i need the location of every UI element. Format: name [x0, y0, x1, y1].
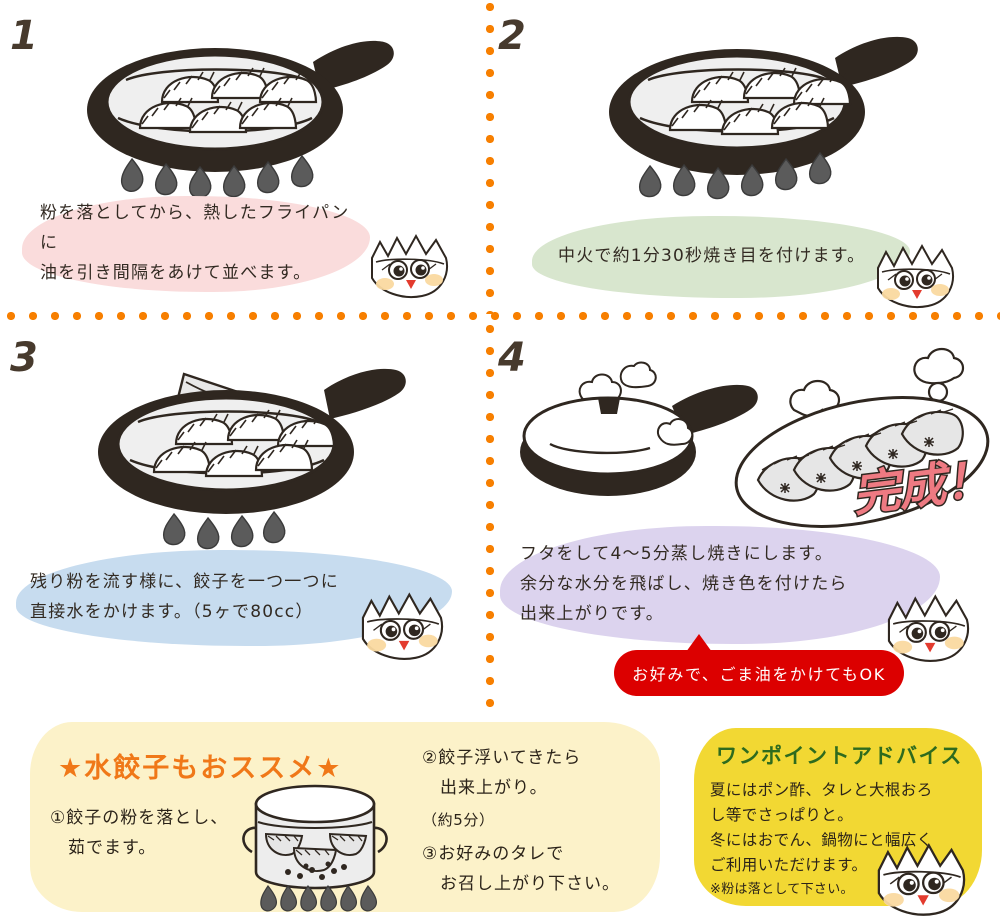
step-2-text: 中火で約1分30秒焼き目を付けます。: [558, 246, 866, 267]
bubble-background: [22, 196, 370, 292]
plate-icon: [734, 347, 990, 528]
frying-pan-icon: [609, 36, 918, 175]
advice-title: ワンポイントアドバイス: [716, 744, 963, 768]
step-4-bubble: フタをして4〜5分蒸し焼きにします。 余分な水分を飛ばし、焼き色を付けたら 出来…: [500, 526, 940, 644]
boiled-step-1: ①餃子の粉を落とし、 茹でます。: [50, 808, 229, 858]
step-number-3: 3: [10, 335, 38, 381]
frying-pan-icon: [98, 368, 406, 514]
frying-pan-icon: [87, 40, 394, 172]
boiled-gyoza-title: ★水餃子もおススメ★: [58, 753, 343, 784]
gyoza-mascot-icon: [887, 594, 969, 662]
divider-vertical-bottom: [486, 318, 494, 710]
step-1-bubble: 粉を落としてから、熱したフライパンに 油を引き間隔をあけて並べます。: [22, 196, 370, 292]
bubble-background: [500, 526, 940, 644]
step-panel-1: 1: [0, 0, 486, 312]
pot-icon: [242, 784, 388, 890]
step-2-bubble: 中火で約1分30秒焼き目を付けます。: [532, 216, 910, 298]
bubble-background: [532, 216, 910, 298]
step-1-text: 粉を落としてから、熱したフライパンに 油を引き間隔をあけて並べます。: [40, 203, 350, 283]
step-panel-4: 4: [490, 320, 1000, 712]
boiled-step-2: ②餃子浮いてきたら 出来上がり。: [422, 748, 582, 798]
callout-text: お好みで、ごま油をかけてもOK: [632, 665, 886, 684]
gyoza-mascot-icon: [361, 592, 443, 660]
step-number-1: 1: [10, 13, 38, 59]
sesame-oil-callout: お好みで、ごま油をかけてもOK: [614, 634, 904, 696]
boiled-gyoza-box: ★水餃子もおススメ★ ①餃子の粉を落とし、 茹でます。: [30, 722, 660, 912]
advice-note: ※粉は落として下さい。: [710, 882, 854, 897]
divider-vertical-top: [486, 0, 494, 314]
callout-pointer-icon: [686, 634, 712, 652]
step-number-2: 2: [498, 13, 526, 59]
gyoza-mascot-icon: [371, 233, 448, 298]
divider-horizontal: [0, 312, 1000, 320]
flame-icon: [162, 510, 286, 550]
step-panel-2: 2: [490, 0, 1000, 312]
step-number-4: 4: [498, 335, 526, 381]
step-4-text: フタをして4〜5分蒸し焼きにします。 余分な水分を飛ばし、焼き色を付けたら 出来…: [520, 544, 848, 624]
boiled-step-3: ③お好みのタレで お召し上がり下さい。: [422, 844, 620, 894]
flame-icon: [638, 151, 832, 200]
step-3-text: 残り粉を流す様に、餃子を一つ一つに 直接水をかけます。（5ヶで80cc）: [30, 572, 339, 622]
step-panel-3: 3: [0, 320, 486, 712]
flame-icon: [120, 154, 314, 199]
gyoza-mascot-icon: [877, 243, 954, 308]
advice-box: ワンポイントアドバイス 夏にはポン酢、タレと大根おろ し等でさっぱりと。 冬には…: [694, 728, 982, 916]
flame-icon: [260, 884, 378, 912]
gyoza-mascot-icon: [877, 843, 966, 916]
advice-text: 夏にはポン酢、タレと大根おろ し等でさっぱりと。 冬にはおでん、鍋物にと幅広く …: [710, 781, 933, 875]
boiled-step-2-note: （約5分）: [422, 811, 495, 829]
lid-icon: [520, 361, 758, 496]
